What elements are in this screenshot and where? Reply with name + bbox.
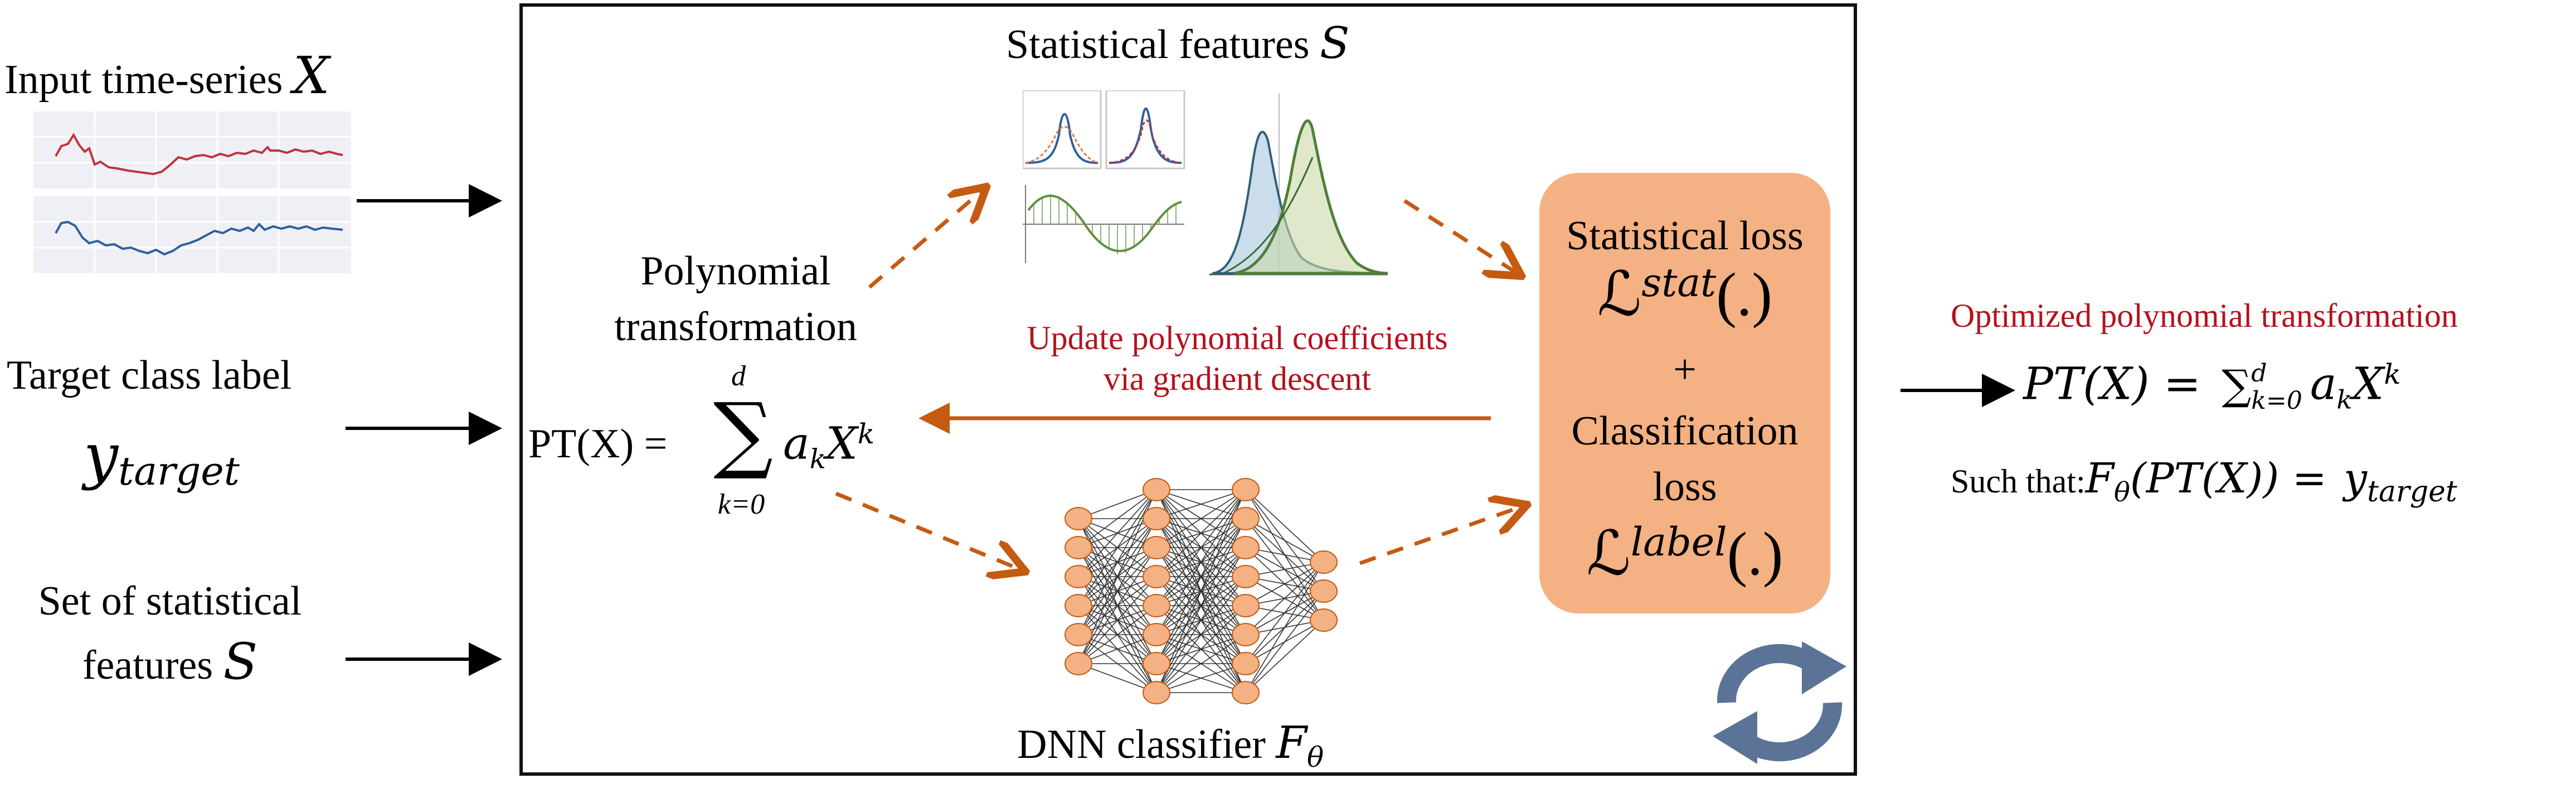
dnn-connection — [1245, 591, 1324, 693]
dnn-neuron — [1310, 608, 1338, 632]
stat-loss-symbol: ℒstat(.) — [1597, 258, 1772, 330]
dnn-connection — [1245, 620, 1324, 693]
distribution-panel — [1209, 93, 1388, 275]
dnn-neuron — [1232, 565, 1260, 588]
dnn-connection — [1156, 489, 1246, 606]
dnn-connection — [1078, 489, 1157, 635]
dnn-neuron — [1310, 550, 1338, 574]
dnn-neuron — [1143, 507, 1170, 530]
dnn-neuron — [1232, 507, 1260, 530]
dnn-neuron — [1232, 478, 1260, 501]
classification-loss-label: Classification loss — [1571, 408, 1799, 510]
dnn-connection — [1078, 547, 1157, 664]
dnn-connection — [1078, 518, 1157, 664]
dnn-connection — [1078, 489, 1157, 606]
output-title: Optimized polynomial transformation — [1951, 297, 2458, 334]
dnn-connection — [1078, 489, 1157, 548]
dnn-connection — [1078, 576, 1157, 664]
dnn-neuron — [1143, 594, 1170, 617]
dnn-connection — [1245, 562, 1324, 693]
label-loss-symbol: ℒlabel(.) — [1586, 518, 1783, 589]
dnn-connection — [1156, 576, 1246, 693]
dnn-connection — [1156, 518, 1246, 693]
dnn-connection — [1245, 489, 1324, 563]
dnn-connection — [1245, 562, 1324, 635]
stat-panel-1 — [1023, 90, 1102, 170]
dnn-connection — [1156, 634, 1246, 693]
time-series-thumbnail — [33, 112, 351, 273]
update-coefficients-label: Update polynomial coefficients via gradi… — [1027, 320, 1448, 397]
target-symbol: ytarget — [84, 420, 240, 494]
gauss-blue-2 — [1109, 107, 1182, 164]
dnn-neuron — [1232, 536, 1260, 559]
dnn-connection — [1078, 489, 1157, 577]
series-blue-line — [55, 220, 343, 256]
dnn-connection — [1156, 489, 1246, 577]
dnn-network — [1065, 478, 1338, 704]
poly-sum-term: akXk — [783, 417, 875, 475]
poly-formula-lhs: PT(X) = — [528, 421, 668, 467]
dnn-neuron — [1232, 681, 1260, 704]
poly-sum-sign: ∑ — [713, 385, 774, 482]
dnn-connection — [1156, 663, 1246, 693]
input-time-series-label: Input time-series X — [4, 46, 330, 105]
dnn-neuron — [1065, 623, 1092, 646]
poly-sum-upper: d — [731, 360, 746, 392]
main-frame — [519, 3, 1857, 776]
gauss-blue-1 — [1025, 113, 1099, 164]
dnn-neuron — [1143, 536, 1170, 559]
dnn-neuron — [1065, 536, 1092, 559]
poly-transform-label: Polynomial transformation — [614, 248, 857, 350]
dnn-neuron — [1143, 565, 1170, 588]
dnn-neuron — [1143, 652, 1170, 675]
dnn-neuron — [1143, 478, 1170, 501]
poly-sum-lower: k=0 — [717, 489, 765, 520]
loss-box — [1539, 173, 1830, 613]
dnn-connection — [1156, 489, 1246, 635]
dnn-connection — [1156, 489, 1246, 693]
dnn-connection — [1156, 489, 1246, 664]
dnn-connection — [1245, 518, 1324, 563]
dnn-neuron — [1232, 623, 1260, 646]
gauss-red-2 — [1109, 119, 1182, 164]
stat-panel-2 — [1105, 90, 1185, 170]
dnn-neuron — [1065, 652, 1092, 675]
series-bottom-panel — [33, 196, 351, 273]
output-condition: Such that:Fθ(PT(X)) = ytarget — [1951, 455, 2457, 509]
dnn-connection — [1078, 489, 1157, 519]
dnn-neuron — [1065, 565, 1092, 588]
dnn-neuron — [1065, 507, 1092, 530]
dnn-connection — [1245, 562, 1324, 606]
dnn-neuron — [1232, 594, 1260, 617]
dnn-neuron — [1065, 594, 1092, 617]
dnn-connection — [1156, 547, 1246, 693]
dnn-connection — [1156, 605, 1246, 693]
dashed-dnn-to-loss — [1359, 505, 1527, 565]
dnn-neuron — [1232, 652, 1260, 675]
dnn-connection — [1078, 605, 1157, 664]
stat-set-label: Set of statistical features S — [38, 578, 302, 691]
loss-plus-sign: + — [1673, 347, 1697, 393]
dnn-connection — [1078, 634, 1157, 664]
refresh-cycle-icon — [1713, 641, 1846, 764]
stat-loss-label: Statistical loss — [1566, 213, 1804, 259]
sine-wave-panel — [1023, 185, 1184, 263]
dnn-connection — [1245, 562, 1324, 664]
dnn-neuron — [1143, 623, 1170, 646]
dnn-classifier-label: DNN classifier Fθ — [1017, 717, 1324, 774]
target-class-label: Target class label — [7, 352, 292, 398]
series-red-line — [55, 133, 343, 176]
dashed-poly-to-stat — [868, 187, 986, 289]
dashed-stat-to-loss — [1403, 199, 1522, 276]
dnn-connection — [1156, 489, 1246, 548]
dashed-poly-to-dnn — [835, 491, 1025, 572]
dnn-neuron — [1143, 681, 1170, 704]
stat-features-title: Statistical features S — [1006, 18, 1350, 69]
dnn-connection — [1078, 663, 1157, 693]
dnn-connection — [1156, 489, 1246, 519]
stat-features-illustration — [1023, 90, 1388, 275]
dnn-neuron — [1310, 579, 1338, 603]
